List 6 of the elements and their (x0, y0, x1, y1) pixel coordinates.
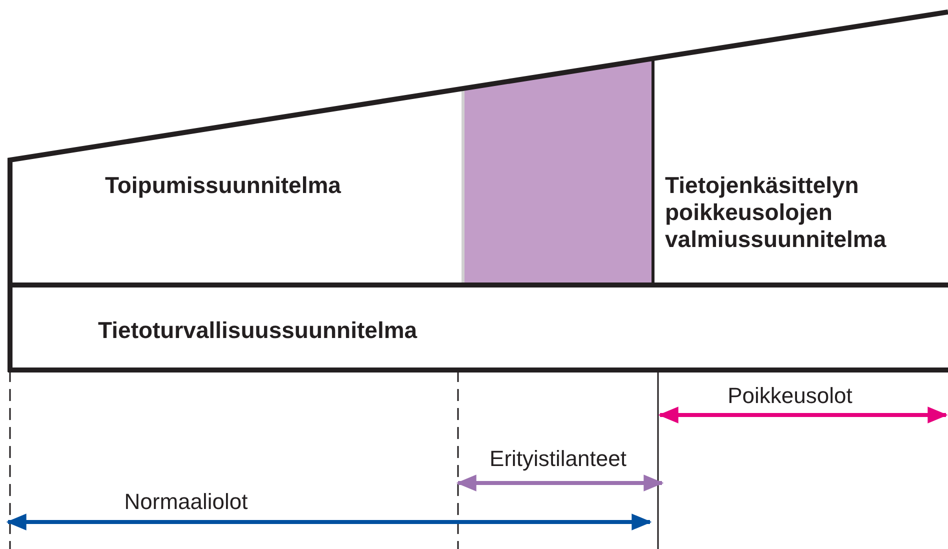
plan-title: Toipumissuunnitelma (105, 172, 341, 199)
plan-title: Tietoturvallisuussuunnitelma (98, 317, 418, 344)
period-label: Normaaliolot (124, 489, 248, 515)
period-label: Erityistilanteet (490, 446, 626, 472)
plan-title: Tietojenkäsittelyn poikkeusolojen valmiussuunnitelma (665, 172, 888, 253)
period-label: Poikkeusolot (728, 383, 852, 409)
